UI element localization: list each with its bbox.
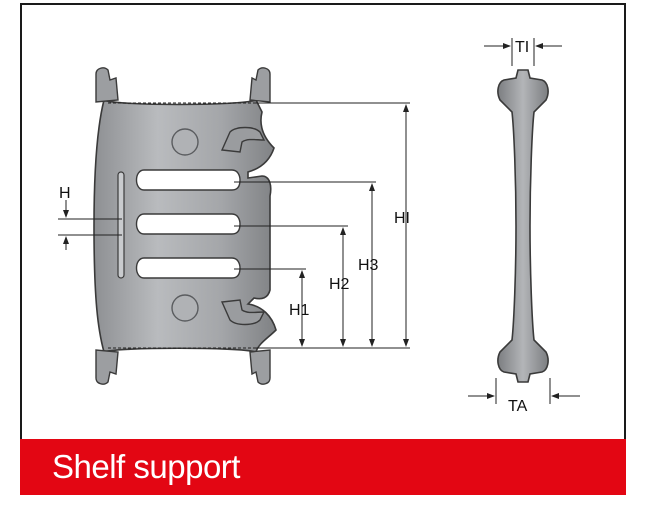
vertical-groove (117, 171, 125, 279)
top-right-lug (249, 67, 271, 103)
side-profile-body (497, 69, 549, 383)
label-hi: HI (394, 210, 410, 227)
dimension-arrowheads (63, 104, 409, 347)
bottom-left-lug (95, 349, 119, 385)
label-h: H (59, 185, 71, 202)
shelf-support-front-view (93, 67, 277, 385)
slot-bottom (135, 257, 241, 279)
label-h1: H1 (289, 302, 310, 319)
ti-arrowheads (503, 43, 543, 49)
ta-arrowheads (487, 393, 559, 399)
dimension-lines (58, 102, 410, 349)
bottom-hook (220, 299, 266, 326)
upper-hole (171, 128, 199, 156)
slot-middle (135, 213, 241, 235)
label-h2: H2 (329, 276, 350, 293)
label-ta: TA (508, 398, 528, 415)
label-ti: TI (515, 39, 529, 56)
title-banner: Shelf support (20, 439, 626, 495)
shelf-support-side-view (497, 69, 549, 383)
label-h3: H3 (358, 257, 379, 274)
banner-title: Shelf support (52, 448, 240, 485)
bottom-right-lug (249, 349, 271, 385)
slot-top (135, 169, 241, 191)
top-hook (220, 126, 266, 153)
top-left-lug (95, 67, 119, 103)
lower-hole (171, 294, 199, 322)
